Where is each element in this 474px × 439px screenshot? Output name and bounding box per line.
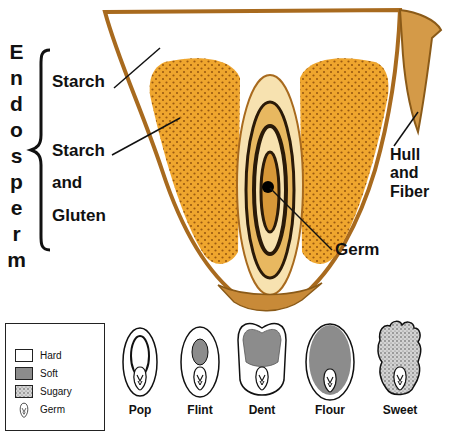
legend-entry: Soft (6, 366, 104, 382)
kernel-type-label: Flint (170, 404, 230, 418)
legend-text: Sugary (40, 385, 72, 398)
germ-layer (246, 102, 294, 278)
kernel-type-label: Dent (232, 404, 292, 418)
part-label: Starch (52, 72, 132, 92)
germ-layer (254, 126, 286, 254)
part-label: Starch and Gluten (52, 135, 116, 232)
leader-line (112, 118, 180, 155)
legend-text: Soft (40, 367, 58, 380)
legend-box: HardSoftSugaryGerm (5, 323, 105, 431)
germ-symbol (15, 403, 33, 416)
endosperm-lobe-dots (300, 58, 388, 264)
kernel-dent (238, 324, 286, 395)
leader-line (270, 188, 332, 250)
germ-layer (261, 152, 279, 232)
kernel-type-label: Flour (300, 404, 360, 418)
kernel-pop (123, 328, 157, 396)
kernel-flint (181, 327, 219, 397)
part-label: Germ (335, 240, 405, 260)
leader-line (394, 112, 418, 146)
leader-line (114, 48, 160, 88)
legend-swatch (15, 349, 33, 362)
hull-flap (400, 10, 441, 132)
endosperm-lobe (150, 58, 240, 264)
kernel-hull (105, 10, 400, 306)
sugary-swatch (15, 385, 33, 398)
kernel-type-label: Pop (110, 404, 170, 418)
part-label: Hull and Fiber (390, 146, 442, 201)
bracket (31, 50, 50, 250)
germ (237, 75, 303, 295)
kernel-flour (306, 324, 354, 400)
endosperm-lobe-dots (150, 58, 240, 264)
legend-entry: Hard (6, 348, 104, 364)
tip-cap (218, 283, 322, 311)
legend-text: Germ (40, 403, 65, 416)
endosperm-lobe (300, 58, 388, 264)
legend-entry: Sugary (6, 384, 104, 400)
endosperm-title: Endosperm (6, 40, 27, 274)
legend-text: Hard (40, 349, 62, 362)
legend-entry: Germ (6, 402, 104, 418)
kernel-sweet (378, 321, 421, 394)
legend-swatch (15, 367, 33, 380)
kernel-type-label: Sweet (370, 404, 430, 418)
